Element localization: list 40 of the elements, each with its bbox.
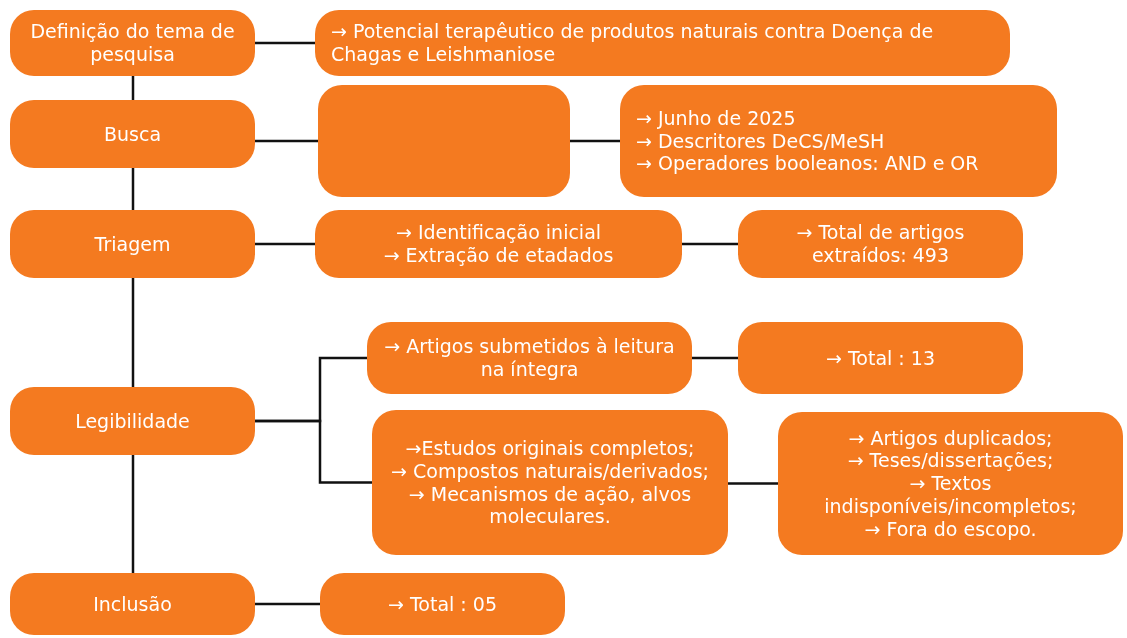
connector-line bbox=[131, 455, 135, 573]
connector-line bbox=[255, 139, 318, 143]
step-box: → Total : 13 bbox=[738, 322, 1023, 394]
list-item-text: → Identificação inicial bbox=[395, 221, 602, 244]
list-item-text: →Estudos originais completos; bbox=[405, 436, 695, 460]
empty-box bbox=[318, 85, 570, 197]
connector-line bbox=[131, 168, 135, 210]
list-item-text: → Descritores DeCS/MeSH bbox=[636, 129, 885, 153]
list-item-text: → Junho de 2025 bbox=[636, 106, 796, 130]
connector-line bbox=[255, 242, 315, 246]
connector-line bbox=[131, 76, 135, 100]
connector-line bbox=[255, 41, 315, 45]
list-item-text: → Compostos naturais/derivados; bbox=[391, 459, 709, 483]
step-box bbox=[778, 412, 1123, 555]
list-item-text: → Artigos duplicados; bbox=[848, 426, 1053, 450]
step-box: → Total : 05 bbox=[320, 573, 565, 635]
step-box bbox=[372, 410, 728, 555]
step-box: Legibilidade bbox=[10, 387, 255, 455]
list-item-text: → Textos indisponíveis/incompletos; bbox=[823, 472, 1078, 518]
list-item-text: → Teses/dissertações; bbox=[847, 449, 1054, 473]
step-box bbox=[315, 210, 682, 278]
connector-line bbox=[255, 419, 372, 484]
connector-line bbox=[570, 139, 620, 143]
connector-line bbox=[682, 242, 738, 246]
list-item-text: → Mecanismos de ação, alvos moleculares. bbox=[407, 482, 693, 529]
connector-line bbox=[131, 278, 135, 387]
list-item-text: → Fora do escopo. bbox=[864, 517, 1037, 541]
step-box: → Potencial terapêutico de produtos naturais contra Doença de Chagas e Leishmaniose bbox=[315, 10, 1010, 76]
step-box bbox=[620, 85, 1057, 197]
connector-line bbox=[728, 482, 778, 485]
list-item-text: → Extração de etadados bbox=[383, 244, 614, 267]
connector-line bbox=[255, 602, 320, 606]
step-box: Busca bbox=[10, 100, 255, 168]
step-box: → Total de artigos extraídos: 493 bbox=[738, 210, 1023, 278]
list-item-text: → Operadores booleanos: AND e OR bbox=[636, 152, 979, 176]
step-box: → Artigos submetidos à leitura na íntegra bbox=[367, 322, 692, 394]
step-box: Definição do tema de pesquisa bbox=[10, 10, 255, 76]
step-box: Triagem bbox=[10, 210, 255, 278]
connector-line bbox=[692, 356, 738, 360]
step-box: Inclusão bbox=[10, 573, 255, 635]
